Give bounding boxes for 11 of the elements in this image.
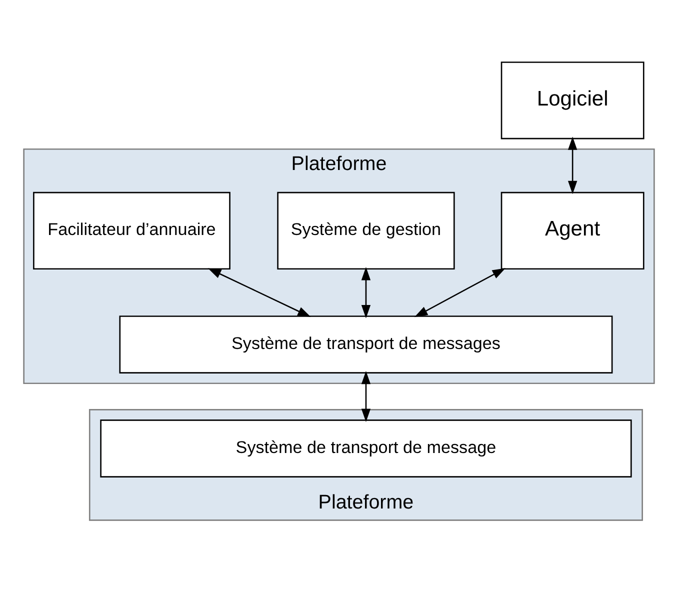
arrow (414, 268, 506, 317)
arrow (361, 266, 371, 318)
node-box: Système de transport de messages (119, 315, 613, 373)
arrow (568, 136, 578, 194)
node-box: Système de gestion (277, 191, 455, 270)
node-box: Agent (500, 191, 644, 270)
node-box: Logiciel (500, 61, 644, 139)
node-box: Système de transport de message (100, 419, 632, 477)
node-box: Facilitateur d’annuaire (33, 191, 230, 270)
arrow (361, 370, 371, 422)
arrow (208, 268, 311, 317)
